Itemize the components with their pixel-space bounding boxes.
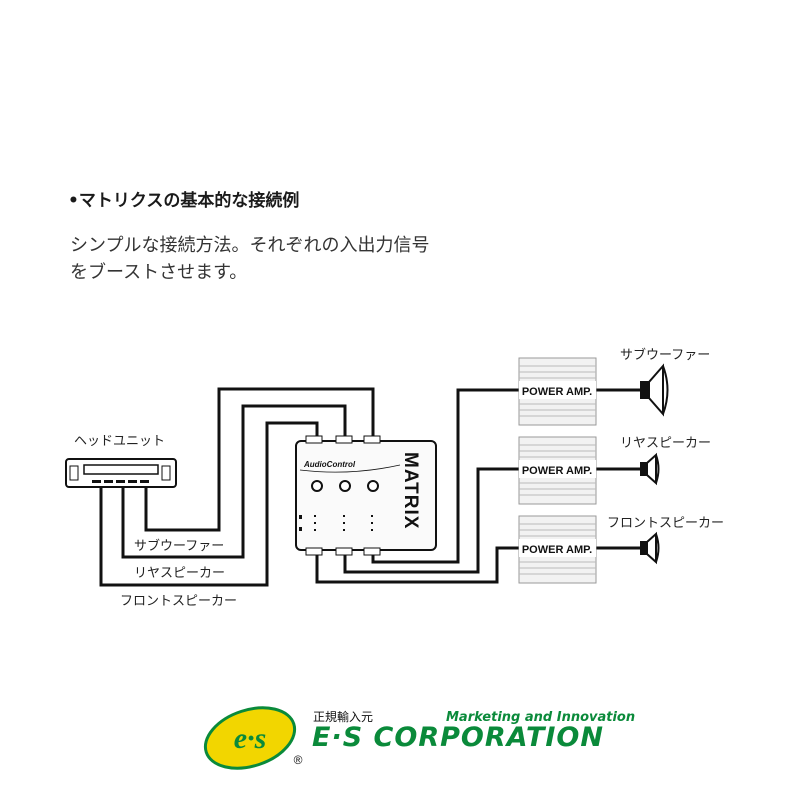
matrix-processor: AudioControl MATRIX xyxy=(295,435,437,556)
wire-label-subwoofer: サブウーファー xyxy=(134,539,225,554)
processor-model: MATRIX xyxy=(400,452,421,529)
footer-subtitle: 正規輸入元 xyxy=(313,710,374,724)
wires xyxy=(99,387,641,587)
es-logo: e·s ® xyxy=(203,706,303,770)
power-amp-subwoofer: POWER AMP. xyxy=(518,357,597,426)
wire-label-rear: リヤスピーカー xyxy=(134,566,226,581)
speaker-label-subwoofer: サブウーファー xyxy=(620,348,711,363)
footer-corporation: E·S CORPORATION xyxy=(312,722,604,753)
wire-front-out xyxy=(315,546,519,584)
power-amp-rear: POWER AMP. xyxy=(518,436,597,505)
power-amp-label: POWER AMP. xyxy=(522,544,592,556)
wire-label-front: フロントスピーカー xyxy=(120,594,238,609)
wire-front-in xyxy=(99,421,319,587)
footer-tagline: Marketing and Innovation xyxy=(446,710,636,725)
speaker-subwoofer-icon xyxy=(640,363,669,417)
processor-brand: AudioControl xyxy=(303,460,356,469)
wire-rear-in xyxy=(121,404,347,559)
power-amp-label: POWER AMP. xyxy=(522,386,592,398)
registered-mark: ® xyxy=(294,753,303,767)
description-line-2: をブーストさせます。 xyxy=(70,262,248,283)
speaker-label-front: フロントスピーカー xyxy=(607,516,725,531)
head-unit-label: ヘッドユニット xyxy=(74,434,166,449)
logo-text: e·s xyxy=(234,722,267,755)
head-unit xyxy=(65,458,177,488)
wire-rear-out xyxy=(343,467,519,574)
power-amp-label: POWER AMP. xyxy=(522,465,592,477)
speaker-rear-icon xyxy=(640,452,660,486)
speaker-label-rear: リヤスピーカー xyxy=(620,436,712,451)
description-line-1: シンプルな接続方法。それぞれの入出力信号 xyxy=(70,235,430,256)
wire-subwoofer-in xyxy=(144,387,375,532)
wire-subwoofer-out xyxy=(371,388,519,564)
power-amp-front: POWER AMP. xyxy=(518,515,597,584)
description: シンプルな接続方法。それぞれの入出力信号 をブーストさせます。 xyxy=(70,232,490,286)
section-heading: •マトリクスの基本的な接続例 xyxy=(68,191,300,211)
speaker-front-icon xyxy=(640,531,660,565)
